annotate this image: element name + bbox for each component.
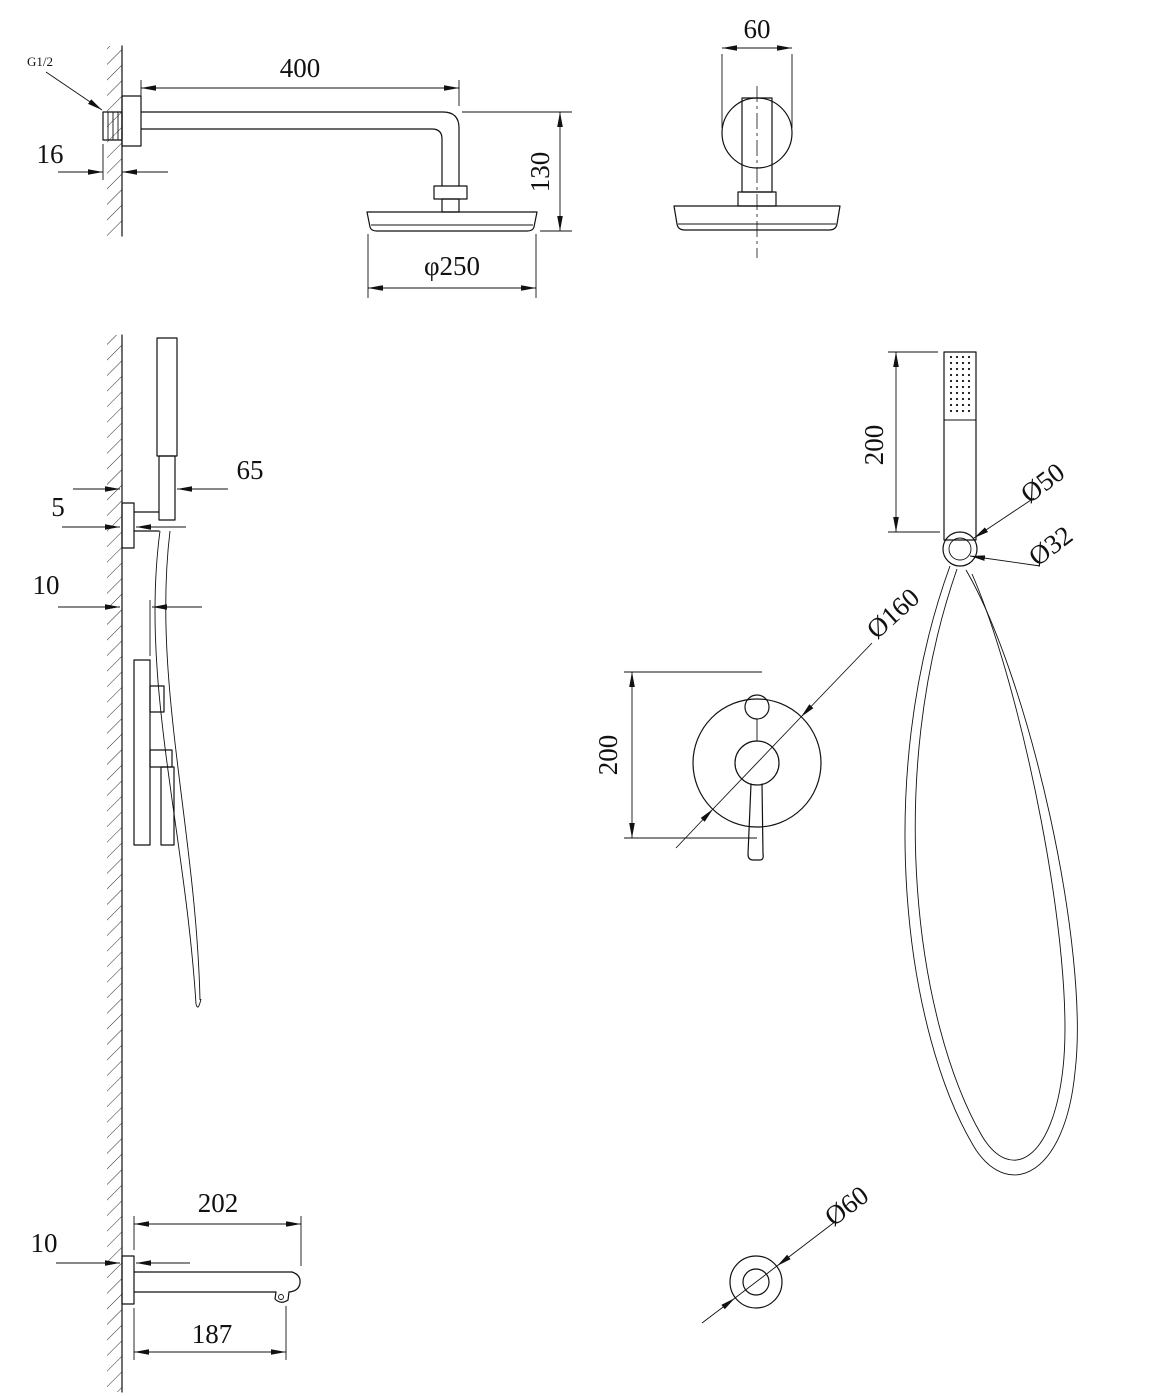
outlet-inner-circle bbox=[742, 1268, 770, 1296]
dim-valve-plate: 10 bbox=[33, 570, 202, 656]
dim-outlet-diameter: Ø60 bbox=[701, 1180, 874, 1324]
valve-plate-label: 10 bbox=[33, 570, 60, 600]
plate-depth-label: 16 bbox=[37, 139, 64, 169]
bracket-plate-label: 5 bbox=[51, 492, 65, 522]
dim-spout-reach: 202 bbox=[133, 1188, 302, 1266]
dim-holder-inner: Ø32 bbox=[969, 520, 1078, 572]
shower-arm bbox=[140, 111, 468, 213]
mixer-side bbox=[133, 659, 175, 846]
holder-outer-label: Ø50 bbox=[1015, 457, 1070, 509]
spout-underside-label: 187 bbox=[192, 1319, 233, 1349]
dim-flange-diameter: 60 bbox=[721, 14, 793, 128]
dim-spout-plate: 10 bbox=[31, 1228, 190, 1266]
spout-reach-label: 202 bbox=[198, 1188, 239, 1218]
handset-holder bbox=[942, 531, 978, 567]
dim-head-diameter: φ250 bbox=[367, 234, 537, 298]
handset-front-view: 200 Ø50 Ø32 bbox=[859, 351, 1078, 1176]
rain-shower-front-view: 60 bbox=[673, 14, 841, 258]
dim-handset-length: 200 bbox=[859, 351, 940, 533]
wall-section-top bbox=[107, 45, 123, 237]
rain-shower-side-view: G1/2 400 16 130 φ250 bbox=[27, 45, 572, 298]
lever-hub-circle bbox=[734, 740, 780, 786]
dim-plate-depth: 16 bbox=[37, 139, 168, 180]
rain-head-front bbox=[673, 205, 841, 231]
handset-length-label: 200 bbox=[859, 425, 889, 466]
holder-bracket-side bbox=[121, 502, 160, 549]
holder-inner-label: Ø32 bbox=[1023, 520, 1078, 572]
mixer-lever bbox=[747, 783, 764, 861]
dim-handset-offset: 65 bbox=[73, 455, 264, 492]
flange-diameter-label: 60 bbox=[744, 14, 771, 44]
dim-mixer-span: 200 bbox=[593, 671, 762, 839]
head-drop-label: 130 bbox=[525, 152, 555, 193]
outlet-diameter-label: Ø60 bbox=[819, 1180, 874, 1232]
spout-side-view: 202 10 187 bbox=[31, 1188, 302, 1360]
mixer-plate-diameter-label: Ø160 bbox=[861, 582, 926, 644]
dim-bracket-plate: 5 bbox=[51, 492, 186, 530]
dim-arm-length: 400 bbox=[140, 53, 460, 106]
arm-length-label: 400 bbox=[280, 53, 321, 83]
dim-head-drop: 130 bbox=[462, 111, 572, 232]
wall-profile-view: 65 5 10 bbox=[33, 334, 264, 1393]
handset-wand bbox=[943, 351, 977, 541]
shower-hose-side bbox=[154, 530, 202, 1008]
wall-thread-fitting bbox=[102, 95, 142, 147]
spout-body bbox=[121, 1255, 301, 1305]
wall-outlet-view: Ø60 bbox=[701, 1180, 874, 1324]
mixer-front-view: 200 Ø160 bbox=[593, 582, 926, 861]
handset-side bbox=[156, 337, 178, 521]
mixer-span-label: 200 bbox=[593, 735, 623, 776]
mixer-plate-circle bbox=[692, 698, 822, 828]
dim-spout-underside: 187 bbox=[133, 1306, 287, 1360]
wall-section-main bbox=[107, 334, 123, 1393]
head-diameter-label: φ250 bbox=[424, 251, 480, 281]
rain-head-side bbox=[366, 211, 538, 232]
shower-hose-loop bbox=[904, 565, 1078, 1176]
dim-mixer-plate-diameter: Ø160 bbox=[675, 582, 926, 849]
dim-thread-label: G1/2 bbox=[27, 54, 103, 111]
handset-offset-label: 65 bbox=[237, 455, 264, 485]
thread-size-label: G1/2 bbox=[27, 54, 53, 69]
outlet-outer-circle bbox=[729, 1255, 783, 1309]
spout-plate-label: 10 bbox=[31, 1228, 58, 1258]
